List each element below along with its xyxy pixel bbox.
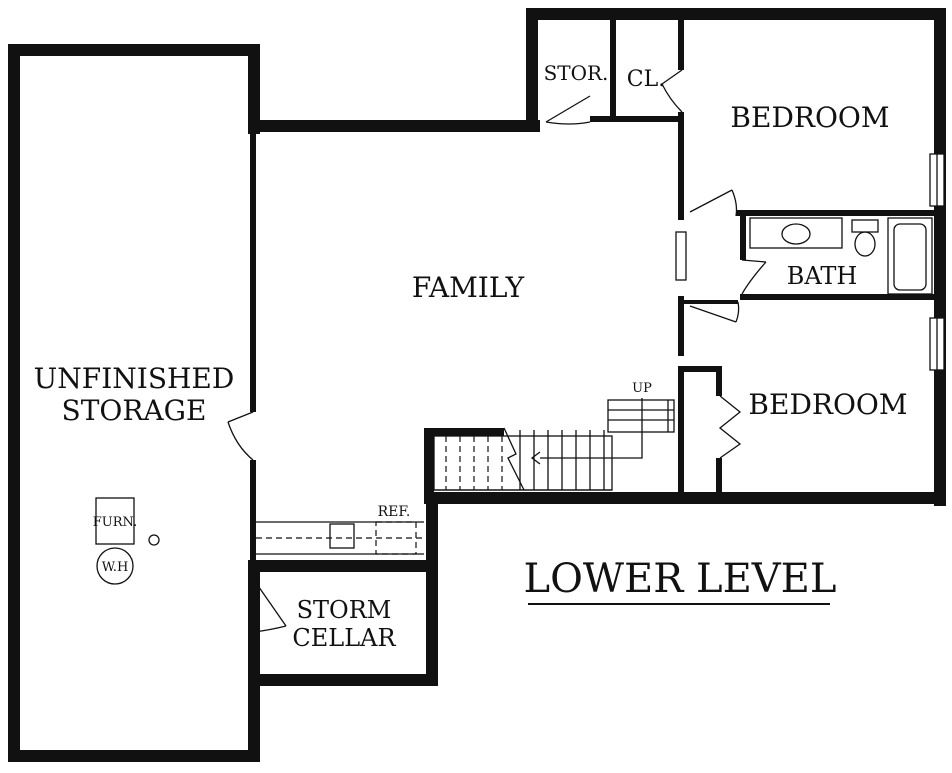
plan-title: LOWER LEVEL <box>524 556 837 602</box>
label-closet: CL. <box>627 67 665 92</box>
doors <box>227 69 767 633</box>
label-unfinished: UNFINISHED <box>34 362 235 395</box>
bath-fixtures <box>749 217 933 295</box>
bathtub <box>887 217 933 295</box>
stairs <box>433 398 675 491</box>
pass-opening <box>675 231 687 281</box>
vanity <box>749 217 843 249</box>
door-closet <box>661 69 683 85</box>
wall-stair-north <box>424 428 504 436</box>
stair-arrow-line <box>540 398 643 459</box>
label-furnace: FURN. <box>93 515 137 530</box>
floor-drain <box>148 534 160 546</box>
wall-hall-west <box>678 296 684 356</box>
sink <box>329 523 355 549</box>
door-bath <box>741 259 767 263</box>
wall-east <box>934 8 946 506</box>
label-family: FAMILY <box>412 271 525 304</box>
wall-stor-cl <box>610 20 616 120</box>
water-heater <box>96 547 134 585</box>
wall-bath-south <box>740 294 934 300</box>
label-bath: BATH <box>787 262 858 290</box>
wall-bed1-west <box>678 112 684 220</box>
wall-bed2-closet-east-lower <box>716 458 722 494</box>
label-ref: REF. <box>378 504 411 520</box>
labels: UNFINISHED STORAGE FAMILY STOR. CL. BEDR… <box>34 61 908 652</box>
wall-bed2-closet-east-upper <box>716 366 722 396</box>
label-water-heater: W.H <box>102 560 129 575</box>
wall-storage-east-upper <box>248 44 260 134</box>
wall-bed2-closet-top <box>678 366 722 372</box>
wall-hall-south <box>682 300 738 304</box>
mechanical <box>95 497 160 585</box>
wall-north <box>526 8 946 20</box>
wall-cellar-south <box>248 674 438 686</box>
label-storage: STORAGE <box>62 394 207 427</box>
refrigerator <box>375 521 417 555</box>
wall-bath-west-upper <box>740 210 746 260</box>
wall-cellar-east <box>426 492 438 684</box>
toilet <box>854 231 876 257</box>
door-bedroom-upper <box>689 189 733 213</box>
label-storm: STORM <box>297 596 392 624</box>
wall-storage-north <box>8 44 260 56</box>
stair-treads-lower <box>445 436 503 490</box>
wall-family-north <box>248 120 540 132</box>
wall-family-west-upper <box>250 132 256 412</box>
label-bedroom-lower: BEDROOM <box>748 388 907 421</box>
walls <box>8 8 946 762</box>
windows <box>675 153 945 371</box>
toilet-tank <box>851 219 879 233</box>
door-cellar <box>253 579 287 627</box>
wall-stor-south <box>590 116 684 122</box>
counter <box>256 521 424 555</box>
wall-cl-east-upper <box>678 20 684 70</box>
bath-sink <box>781 223 811 245</box>
label-bedroom-upper: BEDROOM <box>730 101 889 134</box>
stair-treads-upper <box>519 430 605 490</box>
door-stor <box>545 95 591 123</box>
furnace <box>95 497 135 545</box>
stair-arrow-head <box>530 451 541 465</box>
wall-bed1-south <box>736 210 934 216</box>
door-storage <box>227 411 254 423</box>
wall-stor-west <box>526 8 538 132</box>
wall-storage-south <box>8 750 260 762</box>
partitions <box>250 20 934 572</box>
wall-bed2-closet-west <box>678 366 684 496</box>
door-bifold <box>718 395 742 459</box>
label-stor: STOR. <box>544 61 609 85</box>
label-cellar: CELLAR <box>292 624 396 652</box>
label-up: UP <box>632 381 652 396</box>
door-bedroom-lower <box>689 305 737 323</box>
wall-storage-west <box>8 44 20 762</box>
wall-stair-west <box>424 428 434 504</box>
wall-south-right <box>426 492 946 504</box>
wall-cellar-west <box>248 632 260 762</box>
wall-cellar-north <box>248 560 438 572</box>
wall-family-west-lower <box>250 460 256 572</box>
